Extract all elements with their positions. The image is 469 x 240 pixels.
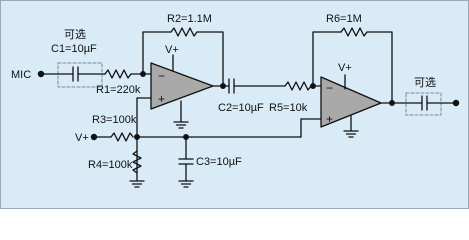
optional-input-box [57,62,103,88]
r1-label: R1=220k [96,84,141,96]
capacitor-c2 [228,78,235,94]
c1-label: C1=10µF [51,43,97,55]
vplus-bias-terminal [90,133,98,141]
resistor-r1 [104,69,132,79]
resistor-r4 [132,150,142,174]
r2-label: R2=1.1M [167,13,212,25]
wire-op1-noninverting [136,97,152,182]
r3-label: R3=100k [92,114,137,126]
circuit-schematic: MIC 可选 C1=10µF R1=220k R2=1.1M V+ − + R3… [11,13,460,188]
resistor-r6 [340,27,368,37]
wire-bias-to-op2 [300,118,322,138]
capacitor-c3 [178,158,194,165]
r4-label: R4=100k [88,159,133,171]
opamp-2 [320,76,382,128]
capacitor-c1 [72,66,79,82]
op2-ground-symbol [343,130,359,138]
op1-vplus-label: V+ [165,44,179,56]
op2-minus-pin: − [326,81,333,95]
wire-r2-right [196,31,224,87]
optional-input-label: 可选 [64,28,86,41]
vplus-bias-label: V+ [75,132,89,144]
op1-minus-pin: − [158,69,165,83]
op2-plus-pin: + [326,112,333,126]
op1-plus-pin: + [158,92,165,106]
r5-label: R5=10k [269,102,308,114]
capacitor-c4 [421,95,428,111]
c3-label: C3=10µF [196,156,242,168]
wire-r6-right [366,31,393,104]
node-op2-output [389,100,395,106]
resistor-r3 [110,132,134,142]
c2-label: C2=10µF [218,102,264,114]
output-terminal [452,99,460,107]
optional-output-box [405,92,442,116]
resistor-r5 [284,81,312,91]
c3-ground-symbol [178,180,194,188]
schematic-panel: MIC 可选 C1=10µF R1=220k R2=1.1M V+ − + R3… [0,0,469,209]
r6-label: R6=1M [326,13,362,25]
node-op1-output [220,83,226,89]
resistor-r2 [170,27,198,37]
wire-r2-left [142,31,172,75]
wire-r6-left [312,31,342,87]
op2-vplus-label: V+ [338,62,352,74]
opamp-1 [150,62,214,110]
op1-ground-symbol [173,121,189,129]
optional-output-label: 可选 [414,76,436,89]
r4-ground-symbol [129,180,145,188]
mic-label: MIC [11,69,31,81]
